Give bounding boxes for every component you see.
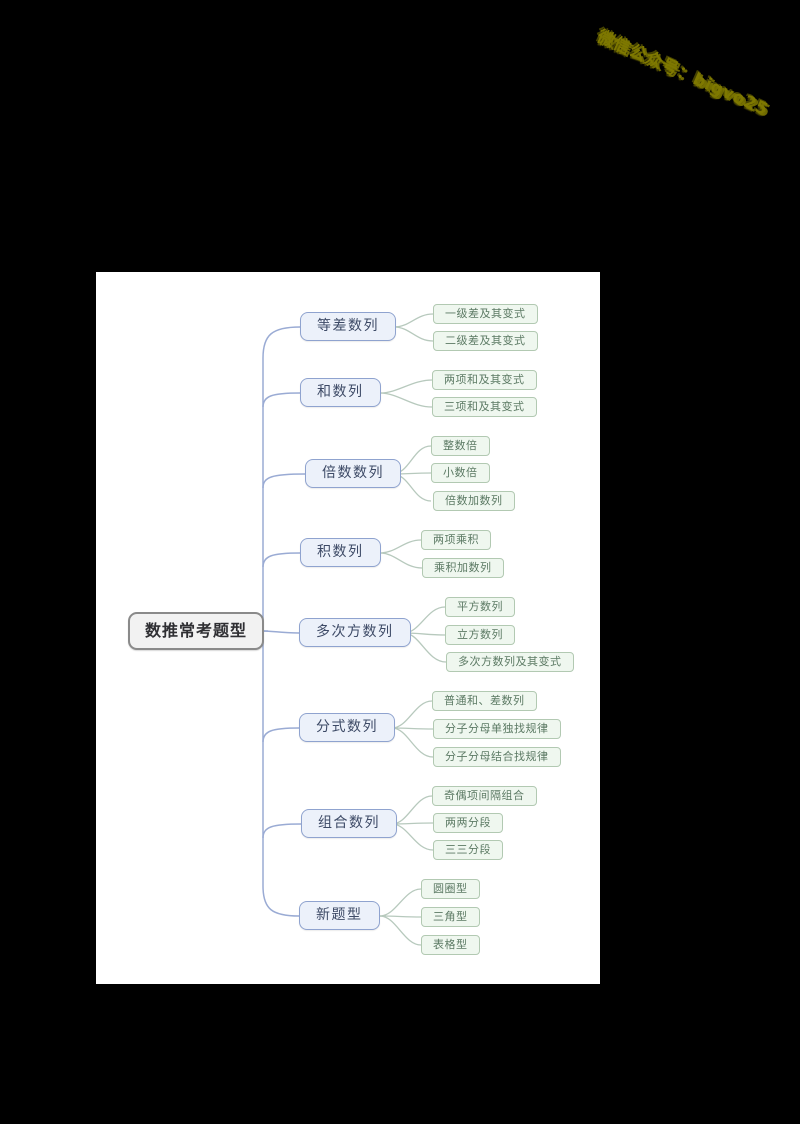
leaf-connector [379, 392, 433, 408]
leaf-node: 三三分段 [433, 840, 503, 860]
leaf-node: 两项和及其变式 [432, 370, 537, 390]
branch-connector [262, 552, 301, 568]
leaf-node: 平方数列 [445, 597, 515, 617]
watermark-text: 微信公众号：bigvo25 [593, 26, 772, 121]
connector-lines [262, 313, 447, 946]
leaf-connector [391, 727, 434, 758]
leaf-connectors [379, 313, 447, 946]
leaf-connector [391, 823, 434, 851]
leaf-node: 三项和及其变式 [432, 397, 537, 417]
leaf-node: 三角型 [421, 907, 480, 927]
branch-node-beishu-shulie: 倍数数列 [305, 459, 401, 488]
leaf-node: 一级差及其变式 [433, 304, 538, 324]
branch-node-he-shulie: 和数列 [300, 378, 381, 407]
branch-connector [262, 823, 302, 839]
leaf-node: 奇偶项间隔组合 [432, 786, 537, 806]
branch-connector [262, 473, 306, 489]
trunk-connectors [262, 326, 306, 917]
leaf-connector [393, 326, 434, 342]
leaf-node: 普通和、差数列 [432, 691, 537, 711]
branch-node-duocifang-shulie: 多次方数列 [299, 618, 411, 647]
branch-node-ji-shulie: 积数列 [300, 538, 381, 567]
leaf-node: 立方数列 [445, 625, 515, 645]
root-node: 数推常考题型 [128, 612, 265, 650]
leaf-node: 分子分母结合找规律 [433, 747, 561, 767]
leaf-node: 两两分段 [433, 813, 503, 833]
leaf-node: 多次方数列及其变式 [446, 652, 574, 672]
branch-node-zuhe-shulie: 组合数列 [301, 809, 397, 838]
leaf-connector [379, 888, 422, 917]
branch-connector [262, 392, 301, 408]
mindmap-panel: 数推常考题型 等差数列 和数列 倍数数列 积数列 多次方数列 分式数列 组合数列… [96, 272, 600, 984]
leaf-connector [379, 379, 433, 394]
leaf-node: 小数倍 [431, 463, 490, 483]
leaf-node: 表格型 [421, 935, 480, 955]
leaf-connector [391, 700, 433, 729]
branch-connector [262, 727, 300, 743]
branch-node-fenshi-shulie: 分式数列 [299, 713, 395, 742]
leaf-connector [379, 915, 422, 946]
branch-connector [262, 630, 300, 634]
branch-node-dengcha-shulie: 等差数列 [300, 312, 396, 341]
leaf-connector [379, 552, 423, 569]
leaf-connector [391, 795, 433, 825]
leaf-node: 两项乘积 [421, 530, 491, 550]
leaf-node: 圆圈型 [421, 879, 480, 899]
leaf-node: 二级差及其变式 [433, 331, 538, 351]
leaf-node: 整数倍 [431, 436, 490, 456]
leaf-node: 倍数加数列 [433, 491, 515, 511]
branch-node-xintixing: 新题型 [299, 901, 380, 930]
leaf-connector [393, 313, 434, 328]
leaf-node: 分子分母单独找规律 [433, 719, 561, 739]
leaf-connector [379, 539, 422, 554]
leaf-node: 乘积加数列 [422, 558, 504, 578]
